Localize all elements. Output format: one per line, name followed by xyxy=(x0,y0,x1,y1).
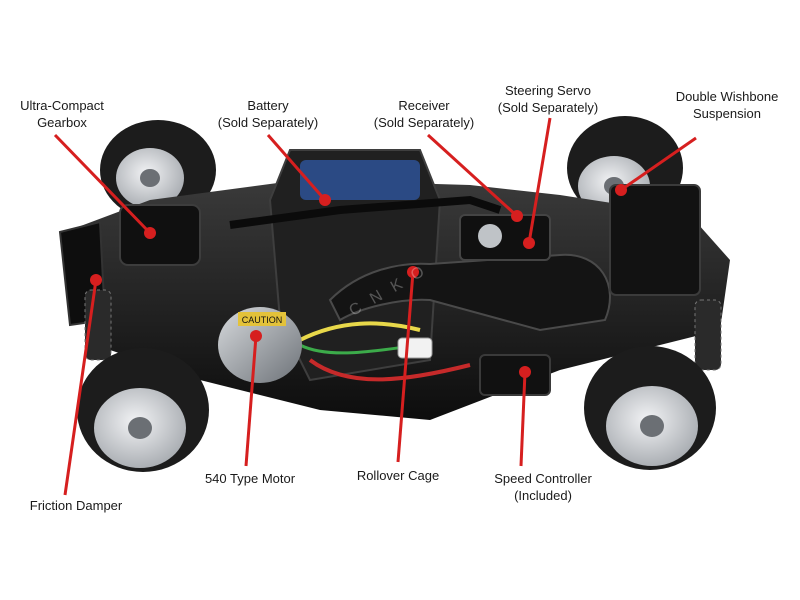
callout-battery xyxy=(266,134,331,206)
label-gearbox: Ultra-Compact Gearbox xyxy=(6,97,118,131)
label-speed-controller: Speed Controller (Included) xyxy=(478,470,608,504)
label-steering-servo: Steering Servo (Sold Separately) xyxy=(486,82,610,116)
label-friction-damper: Friction Damper xyxy=(18,497,134,514)
friction-damper-right xyxy=(694,299,722,371)
label-battery-line1: Battery xyxy=(247,98,289,113)
label-double-wishbone: Double Wishbone Suspension xyxy=(662,88,792,122)
callout-damper xyxy=(63,274,102,496)
callout-servo xyxy=(523,117,552,249)
label-motor-line1: 540 Type Motor xyxy=(204,471,296,486)
callout-receiver xyxy=(426,133,523,222)
callout-gearbox xyxy=(53,133,156,239)
label-wishbone-line1: Double Wishbone xyxy=(675,89,779,104)
callout-motor xyxy=(244,330,262,467)
label-rollover-cage: Rollover Cage xyxy=(340,467,456,484)
label-servo-line2: (Sold Separately) xyxy=(497,100,599,115)
label-receiver-line1: Receiver xyxy=(398,98,450,113)
callout-cage xyxy=(396,266,419,463)
motor-sticker-text: CAUTION xyxy=(242,315,283,325)
label-servo-line1: Steering Servo xyxy=(505,83,591,98)
rear-left-wheel xyxy=(100,120,216,220)
label-receiver: Receiver (Sold Separately) xyxy=(364,97,484,131)
steering-servo xyxy=(459,214,551,261)
label-esc-line1: Speed Controller xyxy=(494,471,592,486)
label-motor: 540 Type Motor xyxy=(190,470,310,487)
label-battery-line2: (Sold Separately) xyxy=(217,115,319,130)
label-battery: Battery (Sold Separately) xyxy=(208,97,328,131)
label-wishbone-line2: Suspension xyxy=(693,106,761,121)
speed-controller xyxy=(479,354,551,396)
battery-pack xyxy=(300,160,420,200)
gearbox xyxy=(119,204,201,266)
label-receiver-line2: (Sold Separately) xyxy=(373,115,475,130)
label-gearbox-line1: Ultra-Compact xyxy=(20,98,104,113)
motor: CAUTION xyxy=(218,307,302,383)
front-right-wheel xyxy=(584,346,716,470)
callout-wishbone xyxy=(615,136,697,196)
front-left-wheel xyxy=(77,348,209,472)
callout-lines xyxy=(53,117,697,496)
callout-esc xyxy=(519,366,531,467)
label-damper-line1: Friction Damper xyxy=(29,498,123,513)
wishbone-assembly xyxy=(609,184,701,296)
label-gearbox-line2: Gearbox xyxy=(37,115,87,130)
label-esc-line2: (Included) xyxy=(514,488,572,503)
rollover-cage xyxy=(328,253,611,332)
label-cage-line1: Rollover Cage xyxy=(356,468,440,483)
